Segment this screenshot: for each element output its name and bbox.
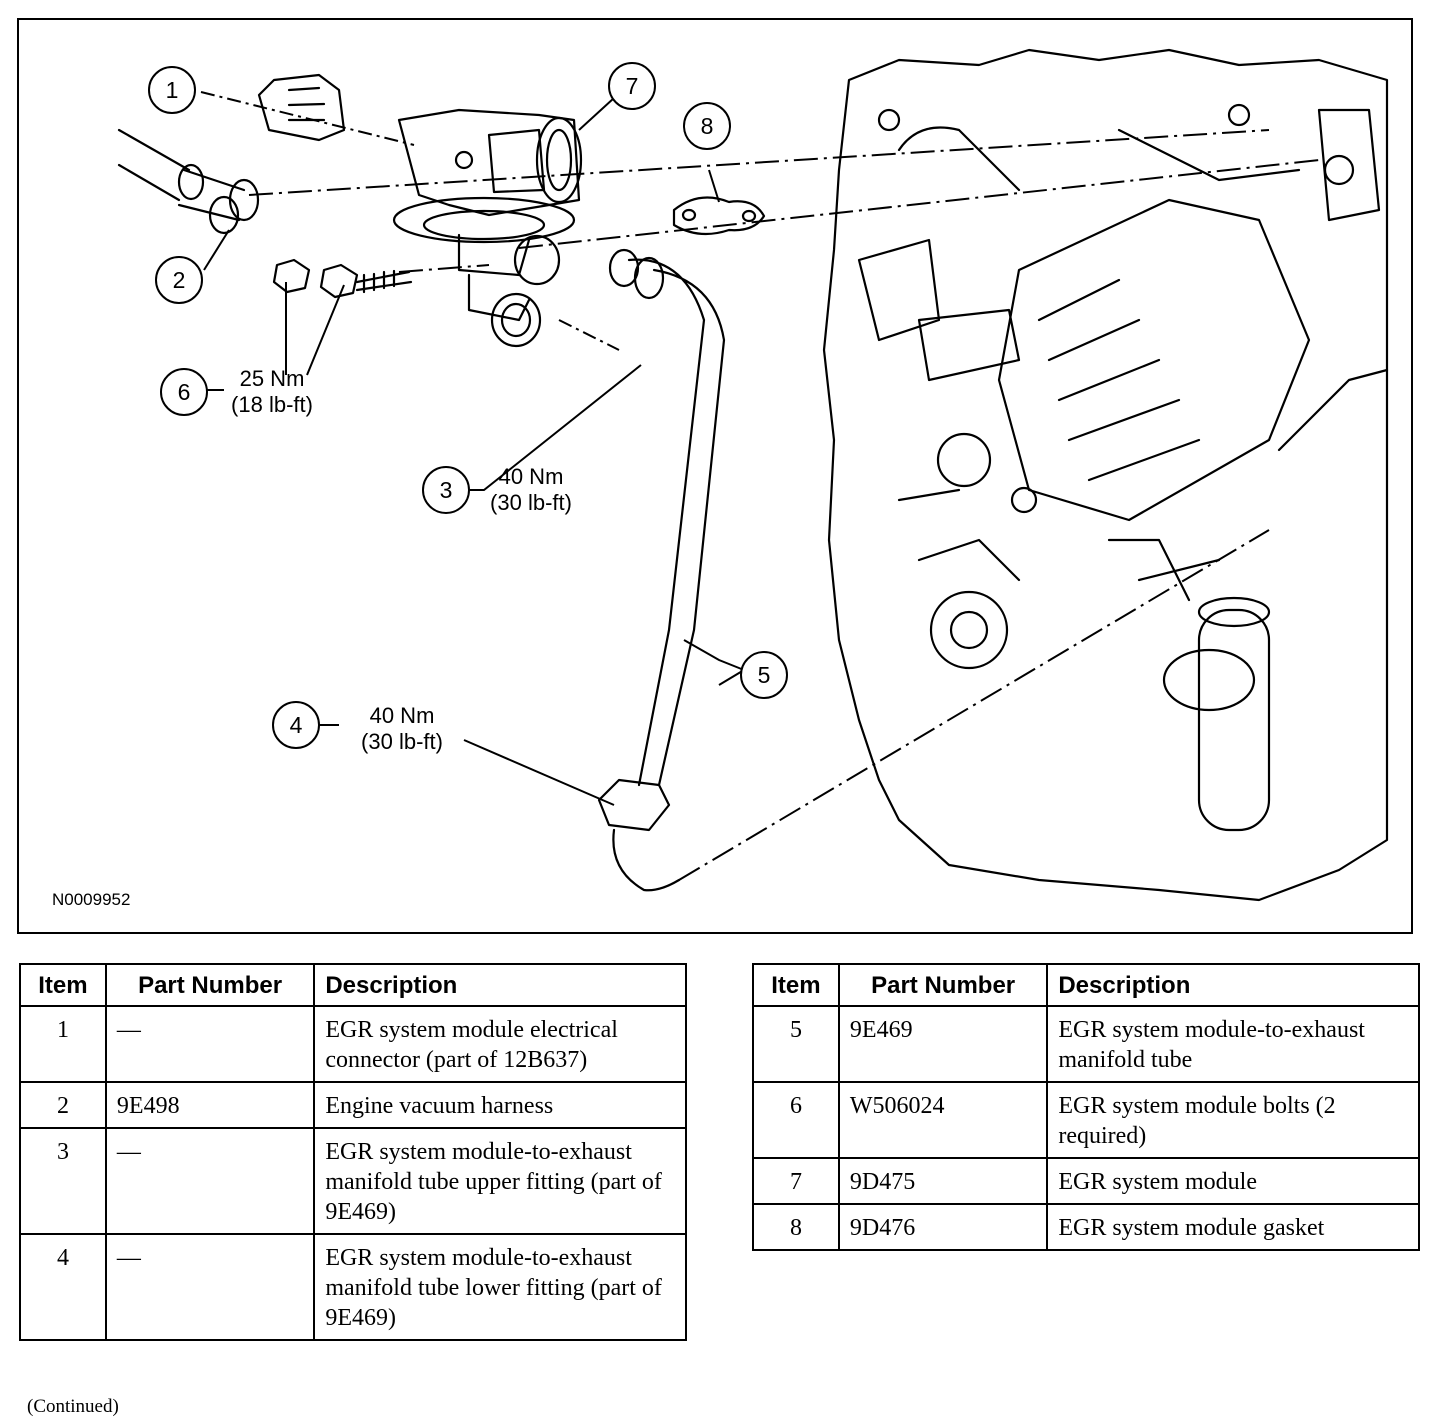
callout-circle-7 [608,62,656,110]
callout-circle-5 [740,651,788,699]
header-part-number: Part Number [104,963,316,1007]
cell-part-number: — [104,1233,316,1341]
torque-4: 40 Nm [370,703,435,728]
cell-part-number: 9E469 [837,1005,1049,1083]
header-description: Description [313,963,687,1007]
parts-table-left: Item Part Number Description 1 — EGR sys… [19,963,687,1341]
table-header-row: Item Part Number Description [752,963,1420,1007]
table-row: 4 — EGR system module-to-exhaust manifol… [19,1233,687,1341]
header-part-number: Part Number [837,963,1049,1007]
cell-part-number: W506024 [837,1081,1049,1159]
table-row: 8 9D476 EGR system module gasket [752,1203,1420,1251]
cell-item: 4 [19,1233,107,1341]
callout-circle-1 [148,66,196,114]
cell-part-number: 9D475 [837,1157,1049,1205]
table-row: 7 9D475 EGR system module [752,1157,1420,1205]
cell-description: Engine vacuum harness [313,1081,687,1129]
table-row: 3 — EGR system module-to-exhaust manifol… [19,1127,687,1235]
engine-block [822,48,1389,902]
gasket [672,196,766,236]
table-row: 1 — EGR system module electrical connect… [19,1005,687,1083]
torque-4-imperial: (30 lb-ft) [361,729,443,754]
cell-part-number: — [104,1127,316,1235]
continued-note: (Continued) [27,1396,119,1417]
callout-circle-8 [683,102,731,150]
torque-3-imperial: (30 lb-ft) [490,490,572,515]
vacuum-harness [117,128,260,235]
callout-number-1: 1 [166,77,179,103]
egr-diagram: 1 2 3 4 5 6 7 8 25 Nm (18 lb-ft) 40 Nm (… [17,18,1413,934]
table-header-row: Item Part Number Description [19,963,687,1007]
table-row: 5 9E469 EGR system module-to-exhaust man… [752,1005,1420,1083]
callout-number-5: 5 [758,662,771,688]
callout-circle-4 [272,701,320,749]
callout-circle-3 [422,466,470,514]
header-description: Description [1046,963,1420,1007]
cell-part-number: 9E498 [104,1081,316,1129]
leader-lines [194,91,1320,881]
cell-description: EGR system module [1046,1157,1420,1205]
cell-item: 7 [752,1157,840,1205]
cell-part-number: — [104,1005,316,1083]
callout-number-3: 3 [440,477,453,503]
cell-description: EGR system module-to-exhaust manifold tu… [313,1127,687,1235]
parts-table-right: Item Part Number Description 5 9E469 EGR… [752,963,1420,1251]
figure-id: N0009952 [52,890,130,909]
cell-description: EGR system module gasket [1046,1203,1420,1251]
electrical-connector [257,73,346,142]
bolts [272,258,413,299]
torque-6-imperial: (18 lb-ft) [231,392,313,417]
egr-tube [597,248,726,892]
cell-item: 5 [752,1005,840,1083]
cell-part-number: 9D476 [837,1203,1049,1251]
header-item: Item [19,963,107,1007]
egr-module [392,108,583,348]
header-item: Item [752,963,840,1007]
engine-illustration: 1 2 3 4 5 6 7 8 25 Nm (18 lb-ft) 40 Nm (… [52,48,1389,909]
table-row: 2 9E498 Engine vacuum harness [19,1081,687,1129]
cell-description: EGR system module electrical connector (… [313,1005,687,1083]
table-row: 6 W506024 EGR system module bolts (2 req… [752,1081,1420,1159]
cell-description: EGR system module-to-exhaust manifold tu… [1046,1005,1420,1083]
callout-number-8: 8 [701,113,714,139]
cell-item: 1 [19,1005,107,1083]
cell-item: 8 [752,1203,840,1251]
torque-6: 25 Nm [240,366,305,391]
callout-circle-6 [160,368,208,416]
cell-item: 2 [19,1081,107,1129]
callout-number-4: 4 [290,712,303,738]
cell-description: EGR system module bolts (2 required) [1046,1081,1420,1159]
cell-description: EGR system module-to-exhaust manifold tu… [313,1233,687,1341]
callout-number-7: 7 [626,73,639,99]
cell-item: 6 [752,1081,840,1159]
callout-number-2: 2 [173,267,186,293]
torque-3: 40 Nm [499,464,564,489]
callout-number-6: 6 [178,379,191,405]
callout-circle-2 [155,256,203,304]
cell-item: 3 [19,1127,107,1235]
